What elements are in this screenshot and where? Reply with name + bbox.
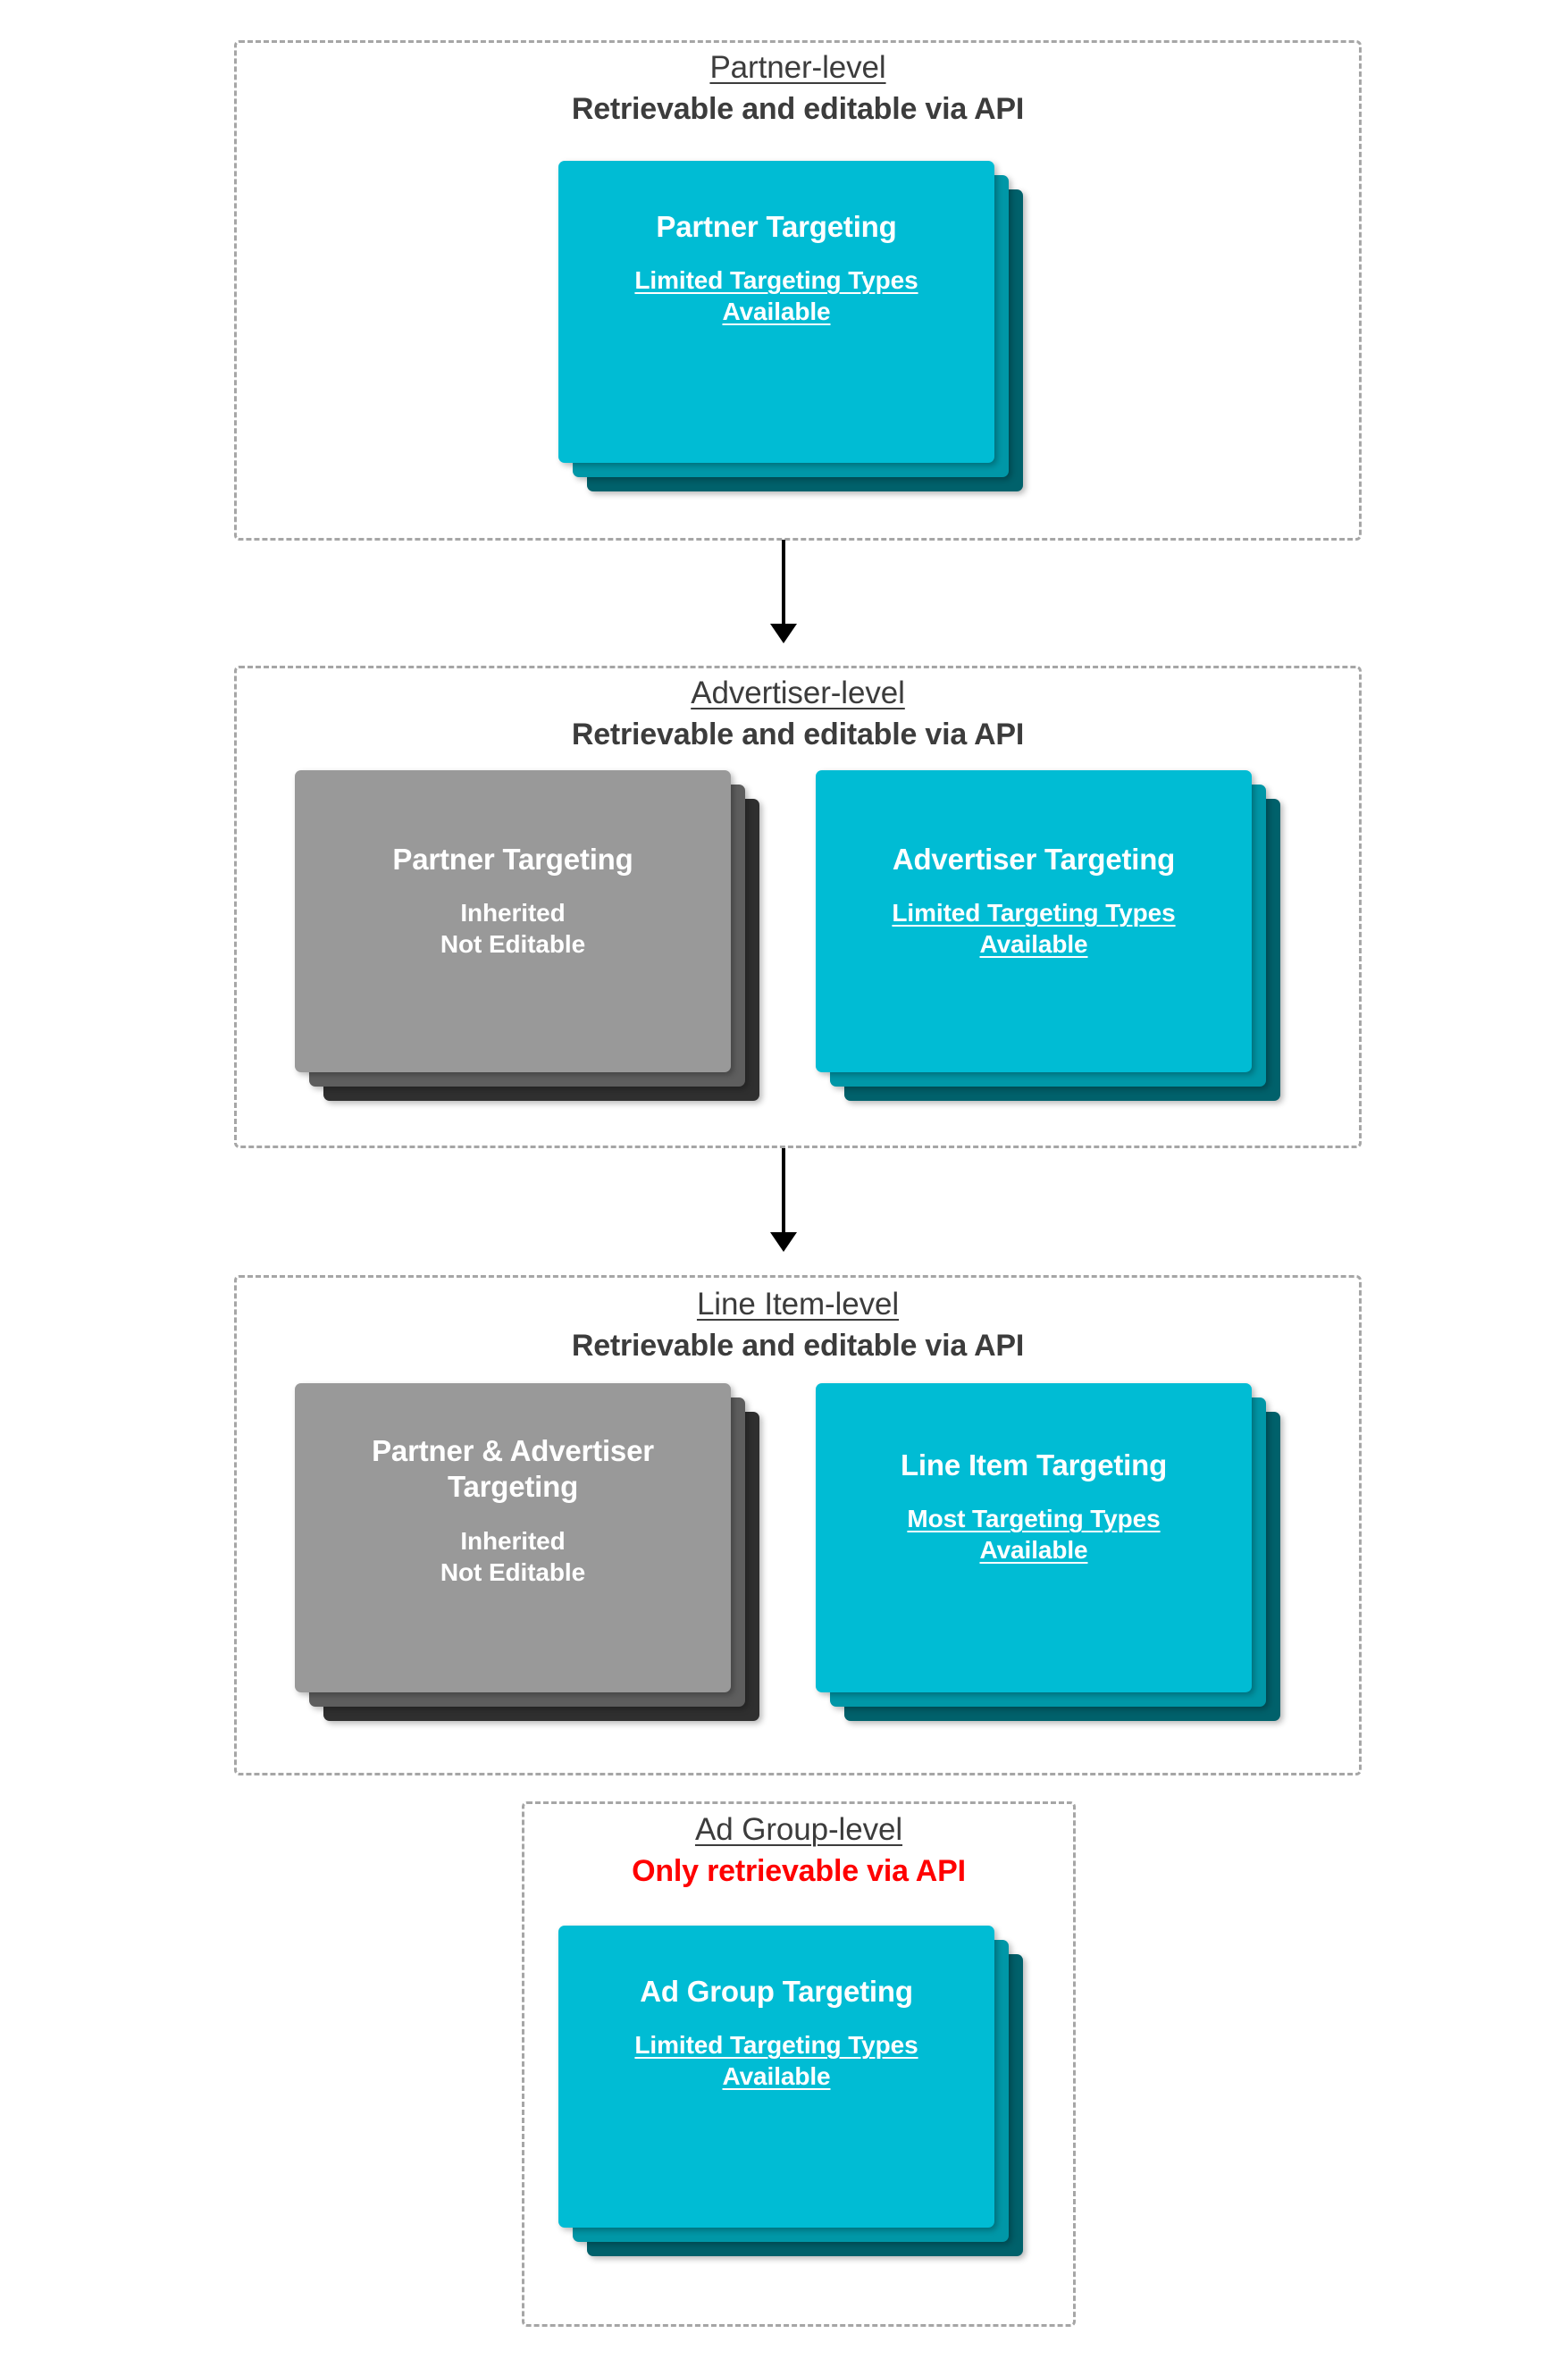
- card-stack-advertiser-targeting[interactable]: Advertiser Targeting Limited Targeting T…: [816, 770, 1284, 1119]
- card-stack-line-item-targeting[interactable]: Line Item Targeting Most Targeting Types…: [816, 1383, 1284, 1739]
- card-content-advertiser-targeting: Advertiser Targeting Limited Targeting T…: [816, 842, 1252, 960]
- card-layer-front[interactable]: Partner & Advertiser Targeting Inherited…: [295, 1383, 731, 1692]
- connector-advertiser-to-line-item: [755, 1148, 812, 1252]
- card-layer-front[interactable]: Partner Targeting Inherited Not Editable: [295, 770, 731, 1072]
- card-note: Limited Targeting Types Available: [634, 2029, 918, 2092]
- card-note-line: Inherited: [460, 899, 566, 927]
- level-container-advertiser: [234, 666, 1362, 1148]
- card-note-line: Not Editable: [440, 930, 586, 959]
- level-container-line-item: [234, 1275, 1362, 1775]
- card-note: Limited Targeting Types Available: [892, 897, 1175, 960]
- connector-arrowhead-icon: [770, 1232, 797, 1252]
- level-container-ad-group: [522, 1801, 1076, 2327]
- card-layer-front[interactable]: Ad Group Targeting Limited Targeting Typ…: [558, 1926, 994, 2228]
- card-content-partner-targeting: Partner Targeting Limited Targeting Type…: [558, 209, 994, 327]
- card-stack-partner-targeting-inherited[interactable]: Partner Targeting Inherited Not Editable: [295, 770, 763, 1119]
- card-note-line: Available: [979, 1536, 1088, 1565]
- card-note: Inherited Not Editable: [440, 1525, 585, 1588]
- card-note-line: Most Targeting Types: [907, 1505, 1161, 1533]
- card-note: Most Targeting Types Available: [907, 1503, 1160, 1565]
- card-stack-ad-group-targeting[interactable]: Ad Group Targeting Limited Targeting Typ…: [558, 1926, 1027, 2274]
- connector-shaft: [782, 540, 785, 625]
- card-stack-partner-advertiser-targeting-inherited[interactable]: Partner & Advertiser Targeting Inherited…: [295, 1383, 763, 1739]
- connector-partner-to-advertiser: [755, 540, 812, 643]
- card-layer-front[interactable]: Advertiser Targeting Limited Targeting T…: [816, 770, 1252, 1072]
- card-title: Line Item Targeting: [900, 1448, 1168, 1481]
- card-content-ad-group-targeting: Ad Group Targeting Limited Targeting Typ…: [558, 1974, 994, 2092]
- card-note-line: Inherited: [460, 1526, 566, 1555]
- card-note-line: Limited Targeting Types: [634, 2031, 918, 2060]
- card-layer-front[interactable]: Line Item Targeting Most Targeting Types…: [816, 1383, 1252, 1692]
- card-content-line-item-targeting: Line Item Targeting Most Targeting Types…: [816, 1448, 1252, 1565]
- card-content-partner-targeting-inherited: Partner Targeting Inherited Not Editable: [295, 842, 731, 960]
- card-note-line: Available: [722, 298, 831, 326]
- card-note-line: Limited Targeting Types: [634, 266, 918, 295]
- card-title: Partner Targeting: [392, 843, 633, 876]
- card-content-partner-advertiser-targeting-inherited: Partner & Advertiser Targeting Inherited…: [295, 1433, 731, 1588]
- card-note-line: Available: [979, 930, 1088, 959]
- connector-shaft: [782, 1148, 785, 1234]
- card-note: Inherited Not Editable: [440, 897, 585, 960]
- card-layer-front[interactable]: Partner Targeting Limited Targeting Type…: [558, 161, 994, 463]
- card-note-line: Not Editable: [440, 1557, 586, 1586]
- card-title: Partner Targeting: [656, 210, 897, 243]
- connector-arrowhead-icon: [770, 624, 797, 643]
- card-stack-partner-targeting[interactable]: Partner Targeting Limited Targeting Type…: [558, 161, 1023, 491]
- level-container-partner: [234, 40, 1362, 541]
- card-note-line: Available: [722, 2062, 831, 2091]
- card-title: Ad Group Targeting: [640, 1975, 913, 2008]
- card-note: Limited Targeting Types Available: [634, 264, 918, 327]
- card-title: Advertiser Targeting: [892, 843, 1176, 876]
- card-note-line: Limited Targeting Types: [892, 899, 1176, 927]
- card-title: Partner & Advertiser Targeting: [372, 1434, 654, 1504]
